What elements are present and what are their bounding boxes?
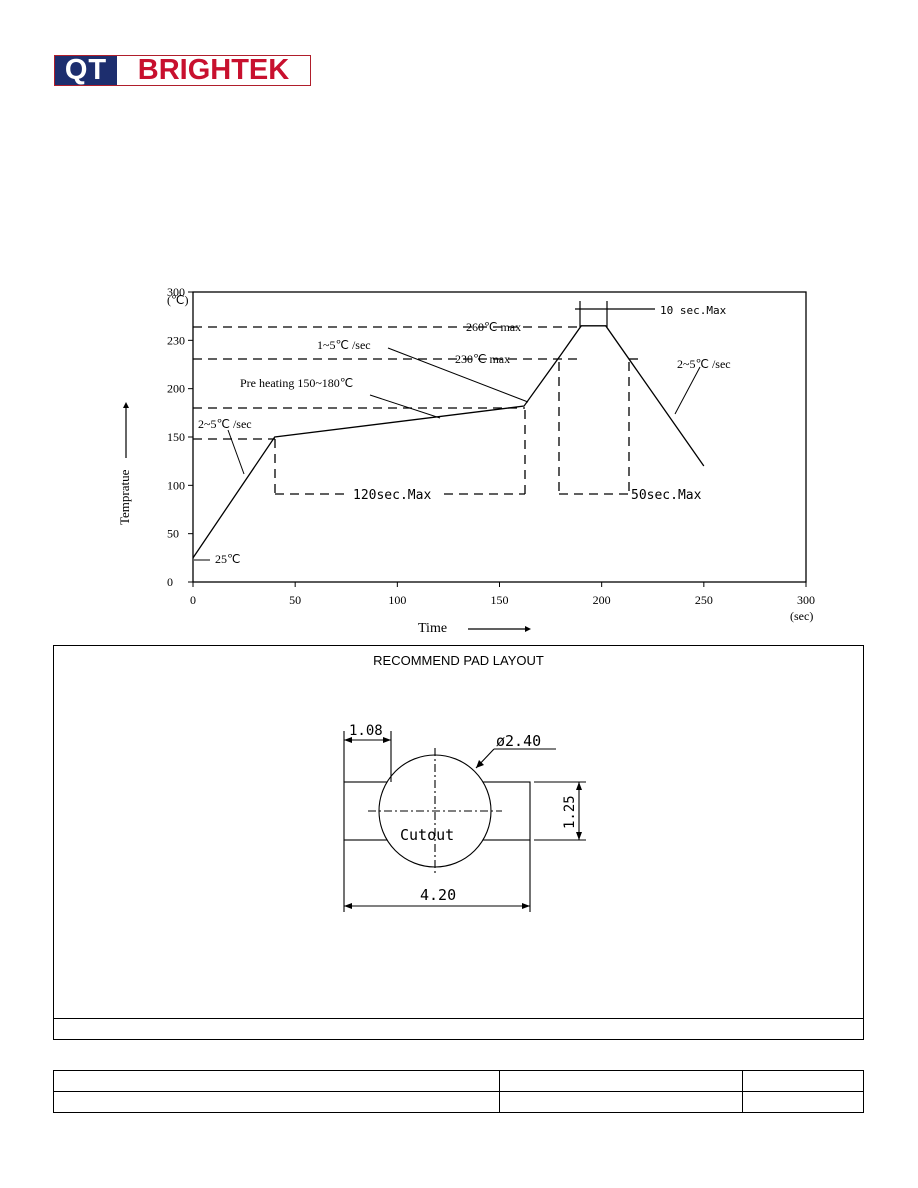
preheat-time-label: 120sec.Max [353, 488, 431, 503]
peak-time-bracket [575, 301, 655, 327]
y-tick-label: 300 [167, 285, 185, 299]
cutout-label: Cutout [400, 826, 454, 844]
x-axis-title: Time [418, 621, 447, 636]
x-tick-label: 200 [593, 593, 611, 607]
pad-layout-title: RECOMMEND PAD LAYOUT [373, 653, 544, 668]
reflow-time-label: 50sec.Max [631, 488, 702, 503]
x-tick-label: 100 [388, 593, 406, 607]
x-tick-label: 250 [695, 593, 713, 607]
y-tick-label: 100 [167, 478, 185, 492]
x-tick-label: 150 [491, 593, 509, 607]
dim-top-value: 1.08 [349, 723, 383, 739]
x-tick-label: 50 [289, 593, 301, 607]
pad-layout-drawing: 1.08 ø2.40 1.25 4.20 Cutout [343, 723, 586, 912]
x-tick-label: 300 [797, 593, 815, 607]
footer-col-divider-1 [499, 1071, 500, 1112]
reflow-profile-chart: 0 50 100 150 200 230 300 0 50 100 150 200 250 300 (℃… [117, 285, 815, 636]
x-axis-arrowhead [525, 626, 531, 632]
y-tick-label: 50 [167, 527, 179, 541]
pad-layout-box: RECOMMEND PAD LAYOUT [53, 645, 864, 1040]
pad-box-divider [54, 1018, 863, 1019]
peak-time-label: 10 sec.Max [660, 304, 727, 317]
logo-qt: QT [55, 56, 117, 85]
y-axis-arrowhead [123, 402, 129, 408]
start-temp-label: 25℃ [215, 552, 240, 566]
dim-height-value: 1.25 [562, 795, 578, 829]
company-logo: QT BRIGHTEK [54, 55, 311, 86]
plot-frame [192, 291, 807, 583]
dashed-guides [193, 326, 640, 495]
peak-label: 260℃ max [466, 320, 521, 334]
footer-col-divider-2 [742, 1071, 743, 1112]
footer-row-divider [54, 1091, 863, 1092]
y-tick-label: 150 [167, 430, 185, 444]
reflow-label: 230℃ max [455, 352, 510, 366]
preheat-label: Pre heating 150~180℃ [240, 376, 353, 390]
y-axis-title: Tempratue [117, 469, 132, 525]
y-tick-label: 0 [167, 575, 173, 589]
x-tick-label: 0 [190, 593, 196, 607]
y-tick-label: 200 [167, 382, 185, 396]
dim-diameter-value: ø2.40 [496, 732, 541, 750]
dimension-arrowheads [344, 737, 582, 909]
ramp-up-label: 1~5℃ /sec [317, 338, 371, 352]
start-ramp-label: 2~5℃ /sec [198, 417, 252, 431]
y-tick-label: 230 [167, 333, 185, 347]
dim-width-value: 4.20 [420, 886, 456, 904]
logo-brightek: BRIGHTEK [117, 56, 310, 85]
annotation-leaders [194, 347, 701, 561]
temperature-profile-series [192, 325, 705, 559]
cool-ramp-label: 2~5℃ /sec [677, 357, 731, 371]
footer-table [53, 1070, 864, 1113]
x-unit-label: (sec) [790, 609, 813, 623]
y-unit-label: (℃) [167, 293, 188, 307]
